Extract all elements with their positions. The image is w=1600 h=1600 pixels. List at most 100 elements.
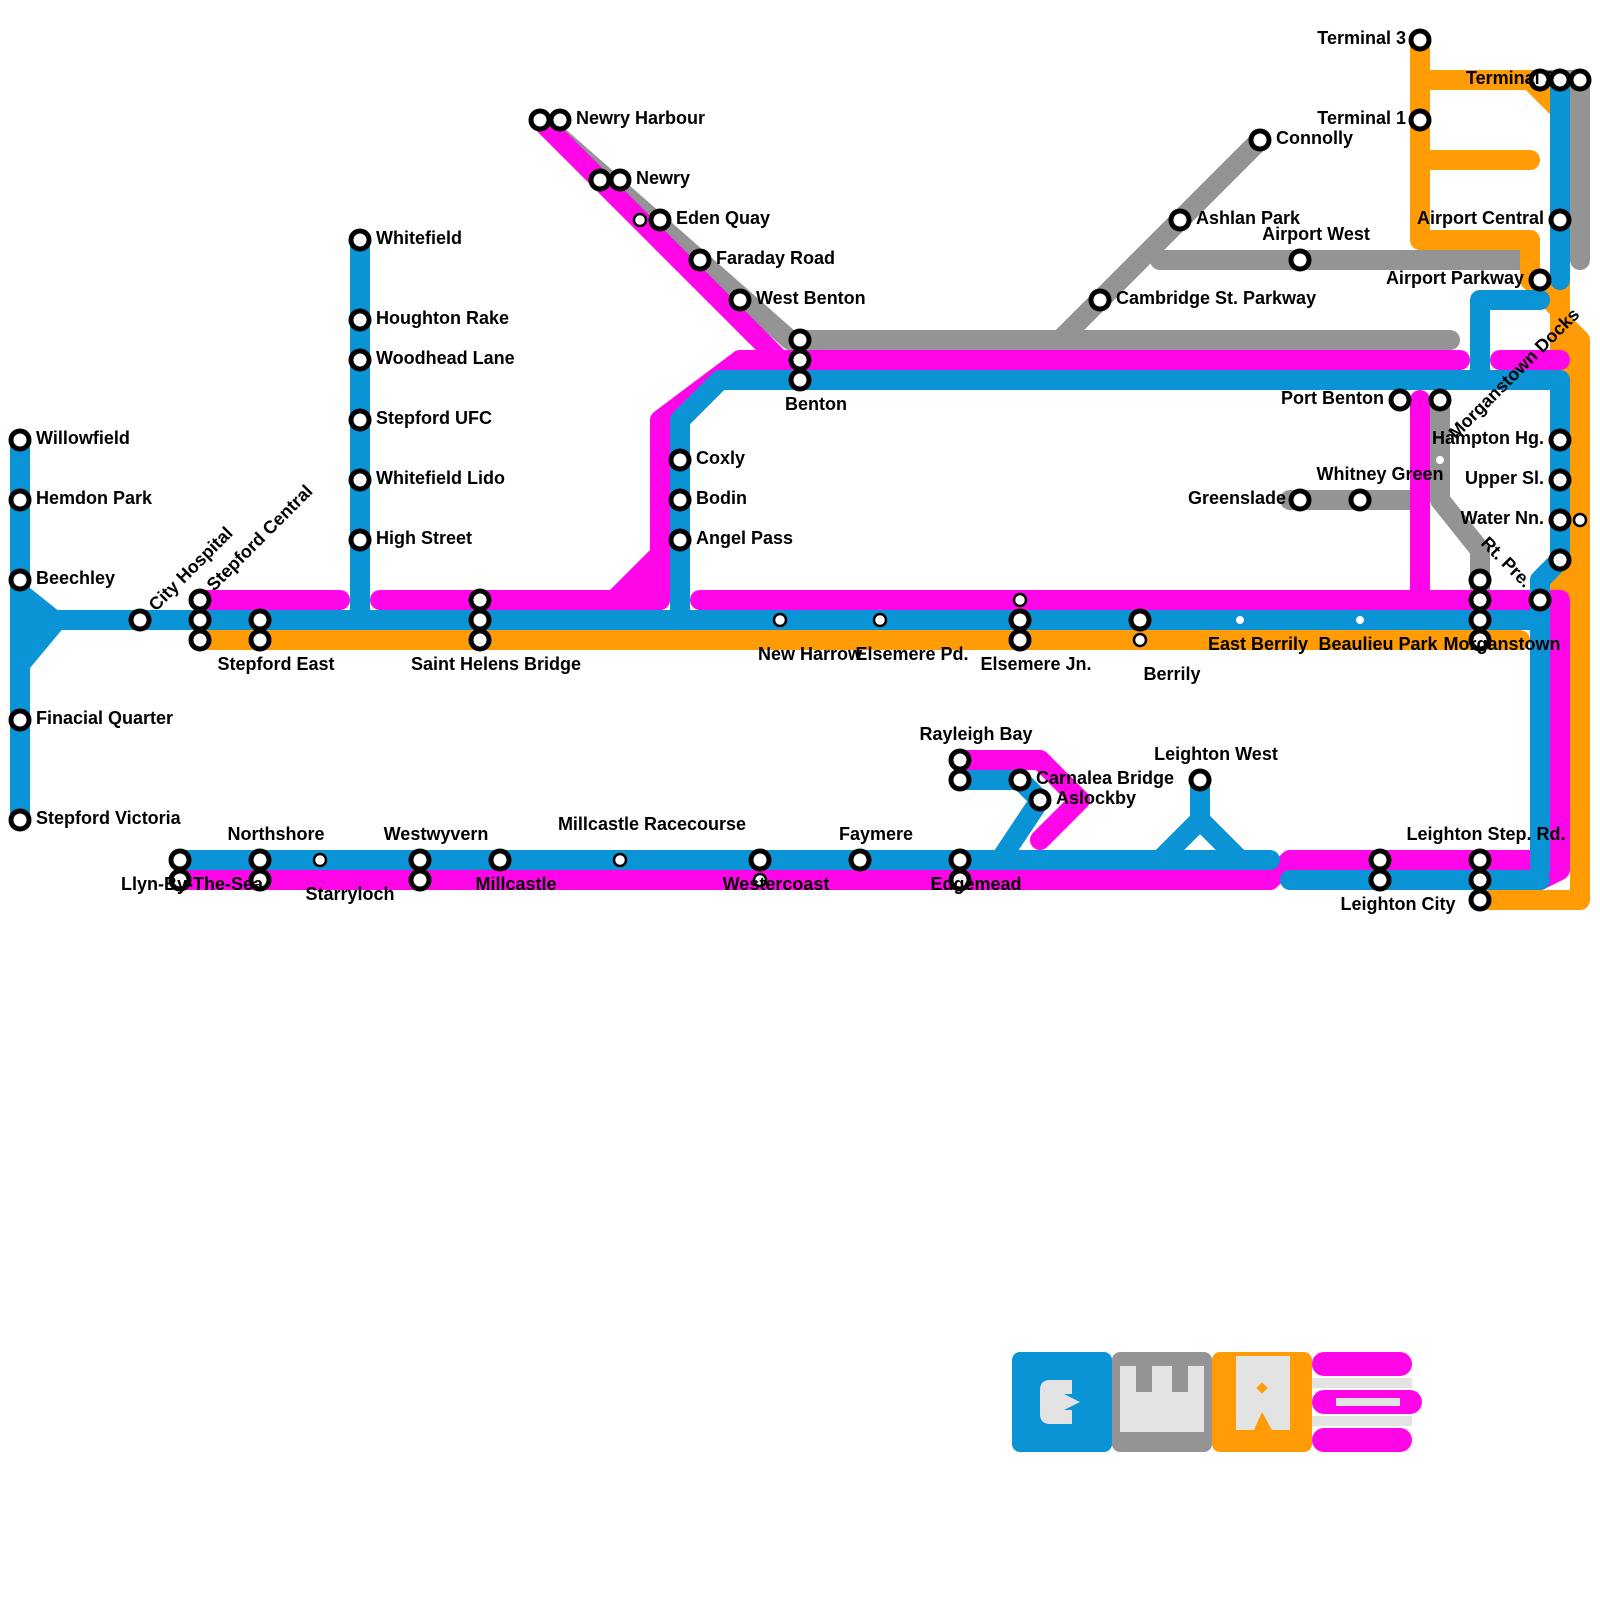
station-marker[interactable] [634,214,646,226]
station-marker[interactable] [191,591,209,609]
station-marker[interactable] [471,591,489,609]
station-marker[interactable] [671,531,689,549]
station-marker[interactable] [1391,391,1409,409]
station-marker[interactable] [614,854,626,866]
station-label-leighton-city: Leighton City [1341,894,1456,914]
station-marker[interactable] [11,491,29,509]
station-marker[interactable] [791,331,809,349]
station-marker[interactable] [951,751,969,769]
station-label-newry: Newry [636,168,690,188]
station-marker[interactable] [351,471,369,489]
station-marker [1236,616,1244,624]
station-marker[interactable] [1571,71,1589,89]
station-marker[interactable] [1471,891,1489,909]
station-marker[interactable] [1291,251,1309,269]
station-marker[interactable] [551,111,569,129]
station-marker[interactable] [351,351,369,369]
station-marker[interactable] [11,811,29,829]
station-marker[interactable] [531,111,549,129]
station-marker[interactable] [1471,571,1489,589]
station-marker[interactable] [1471,611,1489,629]
station-marker[interactable] [1551,511,1569,529]
station-marker[interactable] [611,171,629,189]
station-marker[interactable] [1011,611,1029,629]
station-marker[interactable] [1291,491,1309,509]
station-marker[interactable] [1471,851,1489,869]
station-marker[interactable] [491,851,509,869]
station-marker[interactable] [11,711,29,729]
station-marker[interactable] [1551,551,1569,569]
station-marker [1436,456,1444,464]
station-marker[interactable] [1574,514,1586,526]
station-marker[interactable] [1011,771,1029,789]
station-marker[interactable] [1431,391,1449,409]
station-marker[interactable] [651,211,669,229]
station-label-cambridge-st-parkway: Cambridge St. Parkway [1116,288,1316,308]
station-marker[interactable] [1471,591,1489,609]
station-marker[interactable] [411,851,429,869]
station-label-terminal-3: Terminal 3 [1317,28,1406,48]
station-marker[interactable] [1551,211,1569,229]
station-marker[interactable] [1134,634,1146,646]
station-marker[interactable] [251,631,269,649]
station-marker[interactable] [874,614,886,626]
station-marker[interactable] [351,311,369,329]
station-marker[interactable] [351,411,369,429]
station-marker[interactable] [1131,611,1149,629]
network-logo [1012,1352,1422,1452]
logo-letter-e [1312,1352,1422,1452]
station-marker[interactable] [1171,211,1189,229]
station-marker[interactable] [171,851,189,869]
station-marker[interactable] [11,571,29,589]
station-label-woodhead-lane: Woodhead Lane [376,348,515,368]
station-marker[interactable] [1351,491,1369,509]
station-marker[interactable] [1091,291,1109,309]
station-marker[interactable] [791,371,809,389]
station-marker[interactable] [314,854,326,866]
station-marker[interactable] [731,291,749,309]
station-marker[interactable] [591,171,609,189]
station-label-aslockby: Aslockby [1056,788,1136,808]
station-marker[interactable] [751,851,769,869]
station-marker[interactable] [1551,471,1569,489]
station-marker[interactable] [131,611,149,629]
station-marker[interactable] [671,451,689,469]
station-marker[interactable] [1011,631,1029,649]
station-marker[interactable] [951,851,969,869]
station-marker[interactable] [791,351,809,369]
station-label-eden-quay: Eden Quay [676,208,770,228]
station-marker[interactable] [1551,431,1569,449]
station-marker[interactable] [851,851,869,869]
station-marker[interactable] [191,631,209,649]
station-label-leighton-west: Leighton West [1154,744,1278,764]
station-marker[interactable] [351,231,369,249]
station-marker[interactable] [1251,131,1269,149]
station-marker[interactable] [191,611,209,629]
station-marker[interactable] [1411,31,1429,49]
station-marker[interactable] [1531,271,1549,289]
station-label-port-benton: Port Benton [1281,388,1384,408]
station-marker[interactable] [691,251,709,269]
station-marker[interactable] [1371,851,1389,869]
station-marker[interactable] [1531,591,1549,609]
station-marker[interactable] [774,614,786,626]
station-marker[interactable] [1371,871,1389,889]
station-marker[interactable] [1411,111,1429,129]
station-label-bodin: Bodin [696,488,747,508]
station-marker[interactable] [351,531,369,549]
station-marker[interactable] [1014,594,1026,606]
station-labels: Terminal 3 Terminal 2 Terminal 1 Connoll… [36,28,1583,914]
station-marker[interactable] [11,431,29,449]
station-label-berrily: Berrily [1143,664,1200,684]
station-marker[interactable] [1031,791,1049,809]
station-marker[interactable] [251,611,269,629]
station-label-angel-pass: Angel Pass [696,528,793,548]
station-marker[interactable] [471,611,489,629]
station-marker[interactable] [951,771,969,789]
station-marker[interactable] [1191,771,1209,789]
station-marker[interactable] [471,631,489,649]
station-marker[interactable] [411,871,429,889]
station-marker[interactable] [1471,871,1489,889]
station-marker[interactable] [251,851,269,869]
station-marker[interactable] [671,491,689,509]
